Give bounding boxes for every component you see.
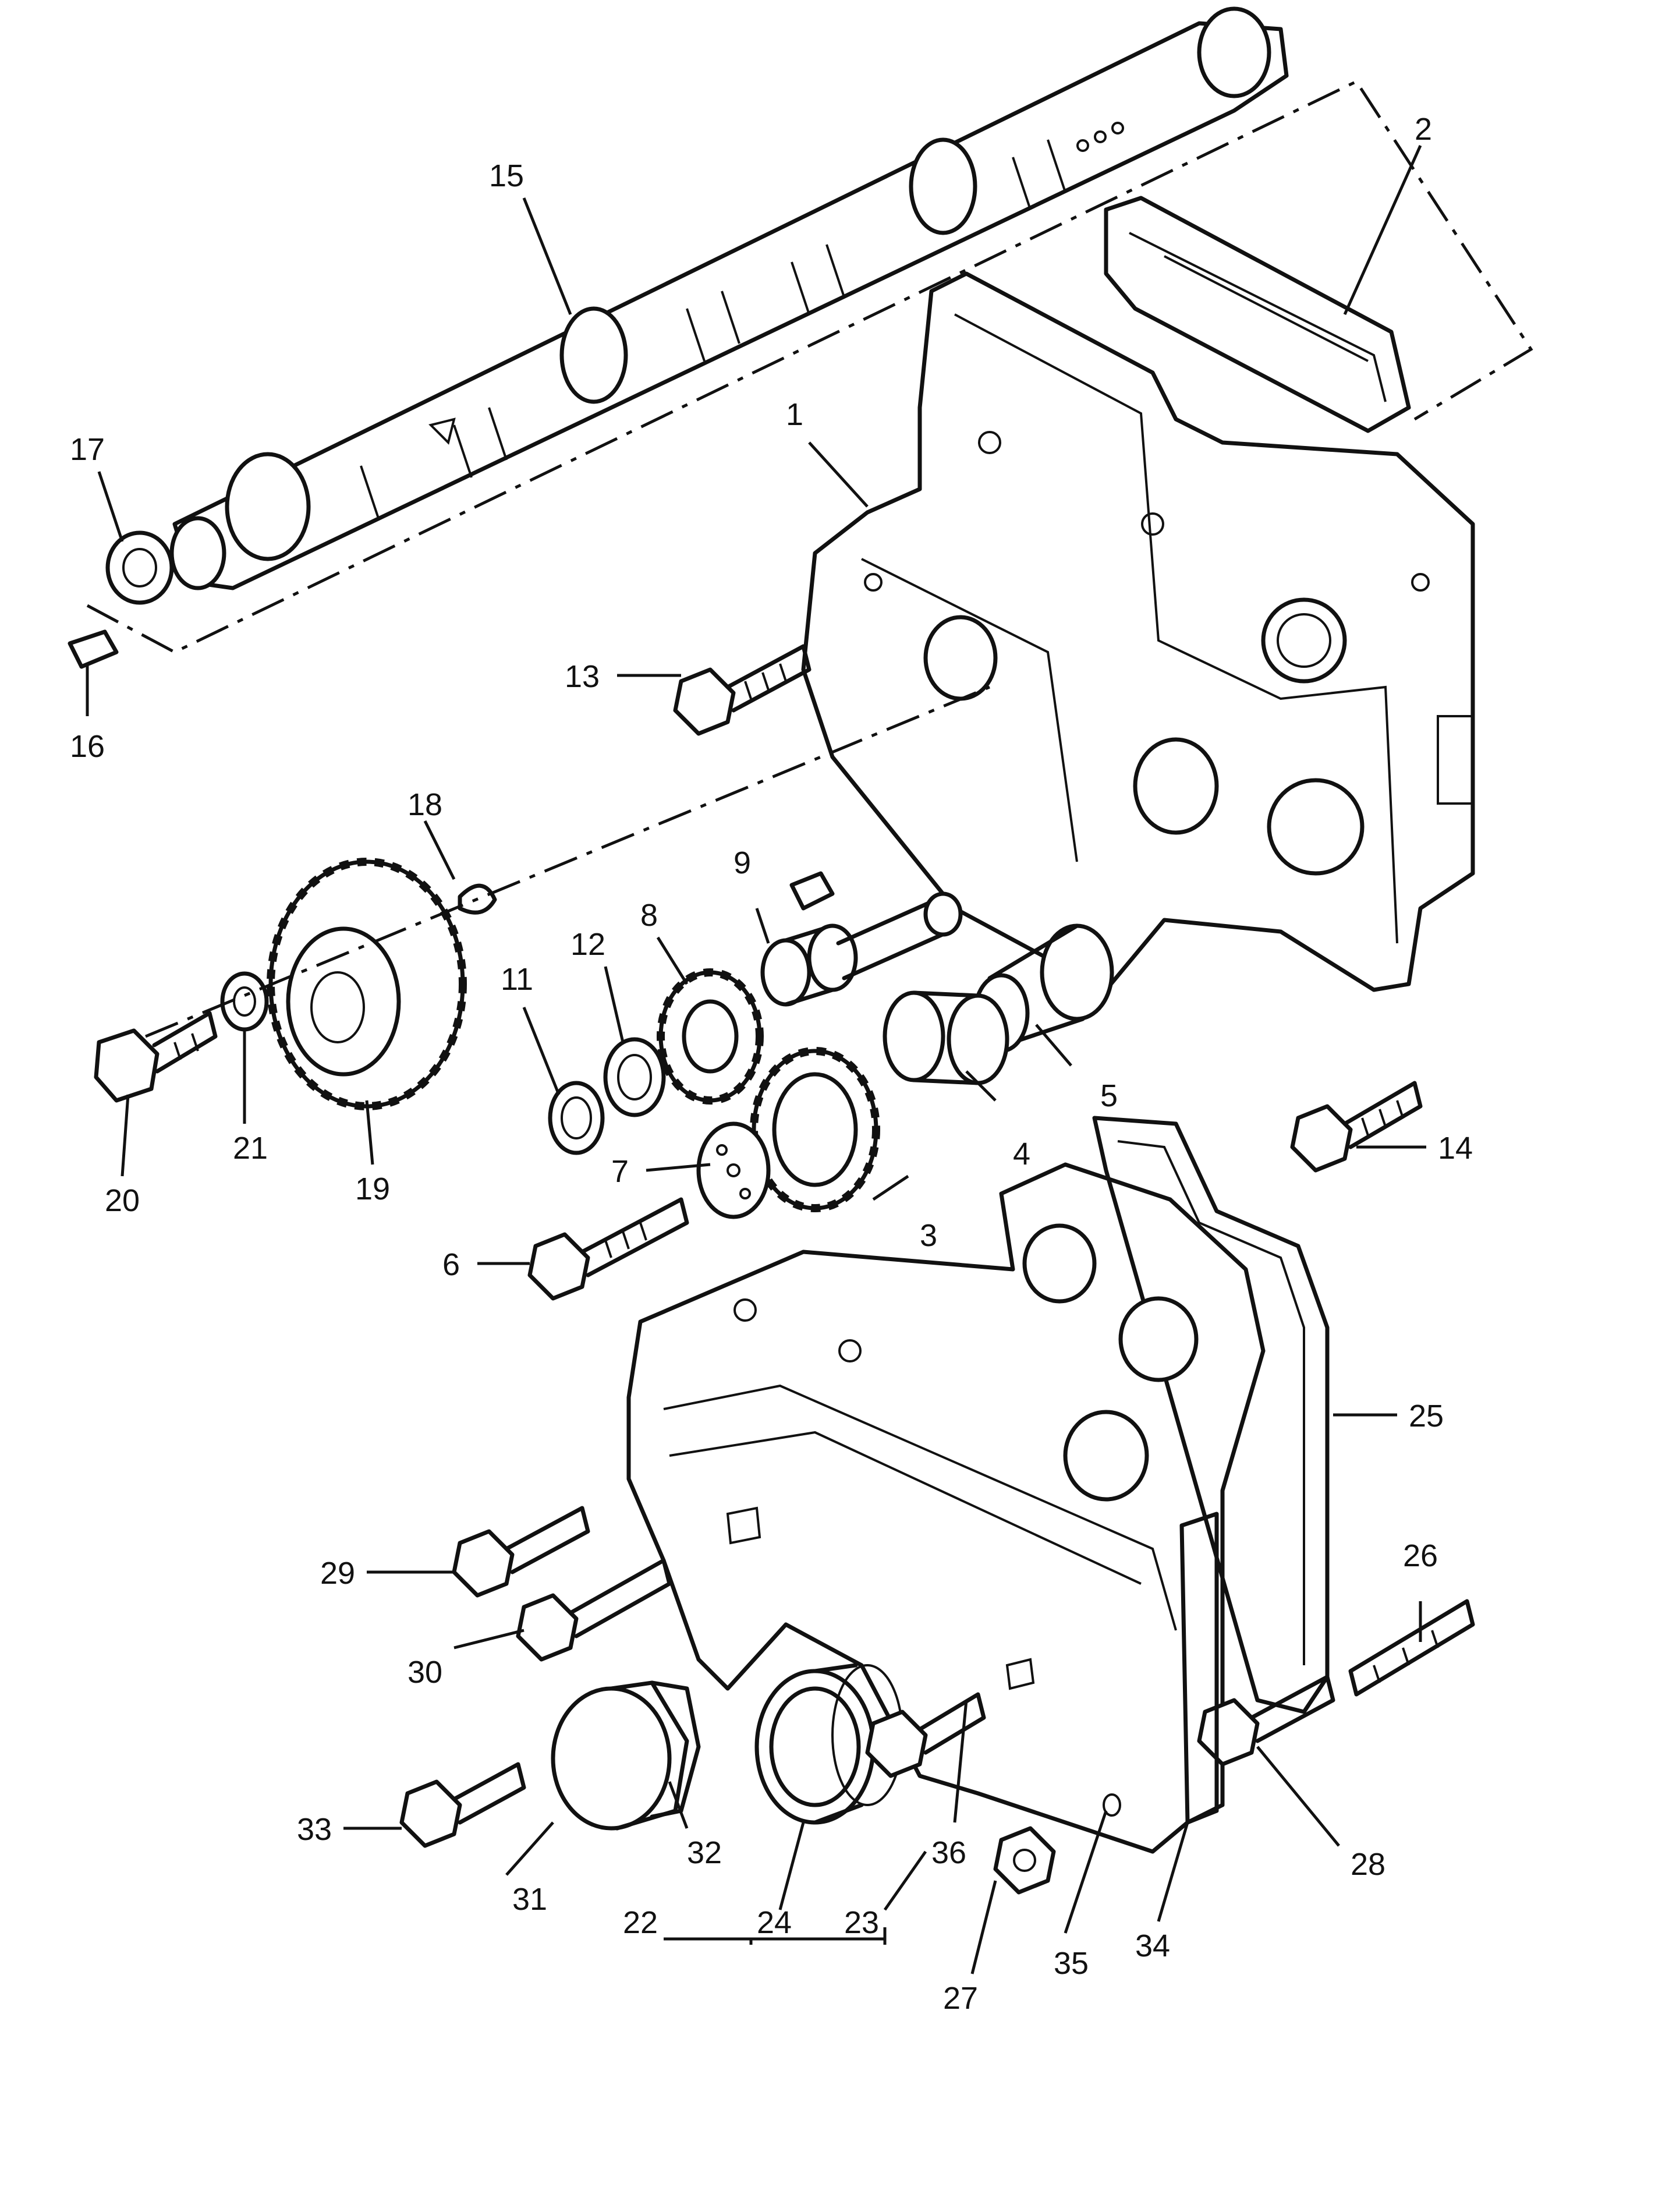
bushing[interactable] xyxy=(883,990,1009,1085)
leader-lines xyxy=(86,144,1426,1974)
callout-33: 33 xyxy=(297,1812,332,1847)
timing-cover[interactable] xyxy=(626,1162,1266,1854)
bolt-30[interactable] xyxy=(516,1558,672,1662)
gear-case[interactable] xyxy=(801,271,1475,992)
callout-12: 12 xyxy=(570,927,605,962)
oil-seal[interactable] xyxy=(754,1663,903,1825)
callout-1: 1 xyxy=(786,397,803,432)
callout-7: 7 xyxy=(611,1154,629,1189)
callout-16: 16 xyxy=(70,729,105,764)
dowel-35[interactable] xyxy=(1103,1793,1121,1817)
bolt-36[interactable] xyxy=(865,1692,986,1778)
spacer-9[interactable] xyxy=(760,891,963,1007)
bolt-33[interactable] xyxy=(399,1762,526,1848)
callout-30: 30 xyxy=(407,1655,442,1690)
plate-34[interactable] xyxy=(1179,1512,1219,1825)
callout-9: 9 xyxy=(733,845,751,880)
callout-20: 20 xyxy=(105,1183,140,1218)
idler-gear[interactable] xyxy=(750,1047,880,1212)
thrust-plate[interactable] xyxy=(696,1121,771,1219)
bolt-14[interactable] xyxy=(1290,1081,1423,1173)
callout-17: 17 xyxy=(70,432,105,467)
callout-36: 36 xyxy=(931,1835,966,1870)
washer-21[interactable] xyxy=(220,971,269,1032)
gasket[interactable] xyxy=(1104,196,1411,433)
camshaft-gear[interactable] xyxy=(267,858,467,1110)
callout-26: 26 xyxy=(1403,1538,1438,1573)
callout-4: 4 xyxy=(1013,1137,1030,1172)
nut-27[interactable] xyxy=(993,1826,1056,1895)
callout-11: 11 xyxy=(501,962,533,997)
camshaft[interactable] xyxy=(169,6,1289,590)
cap-gasket[interactable] xyxy=(650,1680,701,1819)
callout-24: 24 xyxy=(757,1905,792,1940)
bolt-13[interactable] xyxy=(673,644,811,736)
pump-gear[interactable] xyxy=(657,968,764,1105)
callout-21: 21 xyxy=(233,1131,268,1166)
thrust-washer[interactable] xyxy=(105,530,174,605)
callout-31: 31 xyxy=(512,1882,547,1917)
washer-12[interactable] xyxy=(603,1037,666,1117)
cover-gasket[interactable] xyxy=(1092,1116,1330,1714)
callout-27: 27 xyxy=(943,1981,978,2016)
camshaft-key[interactable] xyxy=(68,629,119,669)
callout-35: 35 xyxy=(1054,1946,1089,1981)
bolt-20[interactable] xyxy=(94,1011,218,1103)
callout-23: 23 xyxy=(844,1905,879,1940)
callout-2: 2 xyxy=(1415,112,1432,147)
callout-32: 32 xyxy=(687,1835,722,1870)
callout-15: 15 xyxy=(489,158,524,193)
bolt-6[interactable] xyxy=(527,1197,689,1301)
callout-3: 3 xyxy=(920,1218,937,1253)
dowel-pin[interactable] xyxy=(789,871,835,911)
callout-8: 8 xyxy=(640,898,658,933)
callout-19: 19 xyxy=(355,1172,390,1206)
callout-13: 13 xyxy=(565,659,600,694)
callout-25: 25 xyxy=(1409,1399,1444,1434)
circlip-11[interactable] xyxy=(548,1081,605,1155)
callout-14: 14 xyxy=(1438,1131,1473,1166)
stud-26[interactable] xyxy=(1348,1599,1475,1697)
callout-6: 6 xyxy=(442,1247,460,1282)
inspection-cap[interactable] xyxy=(551,1680,689,1831)
callout-22: 22 xyxy=(623,1905,658,1940)
callout-34: 34 xyxy=(1135,1928,1170,1963)
bolt-28[interactable] xyxy=(1197,1675,1335,1767)
bolt-29[interactable] xyxy=(452,1506,590,1598)
callout-29: 29 xyxy=(320,1556,355,1591)
callout-5: 5 xyxy=(1100,1078,1118,1113)
callout-28: 28 xyxy=(1351,1847,1385,1882)
callout-18: 18 xyxy=(407,787,442,822)
